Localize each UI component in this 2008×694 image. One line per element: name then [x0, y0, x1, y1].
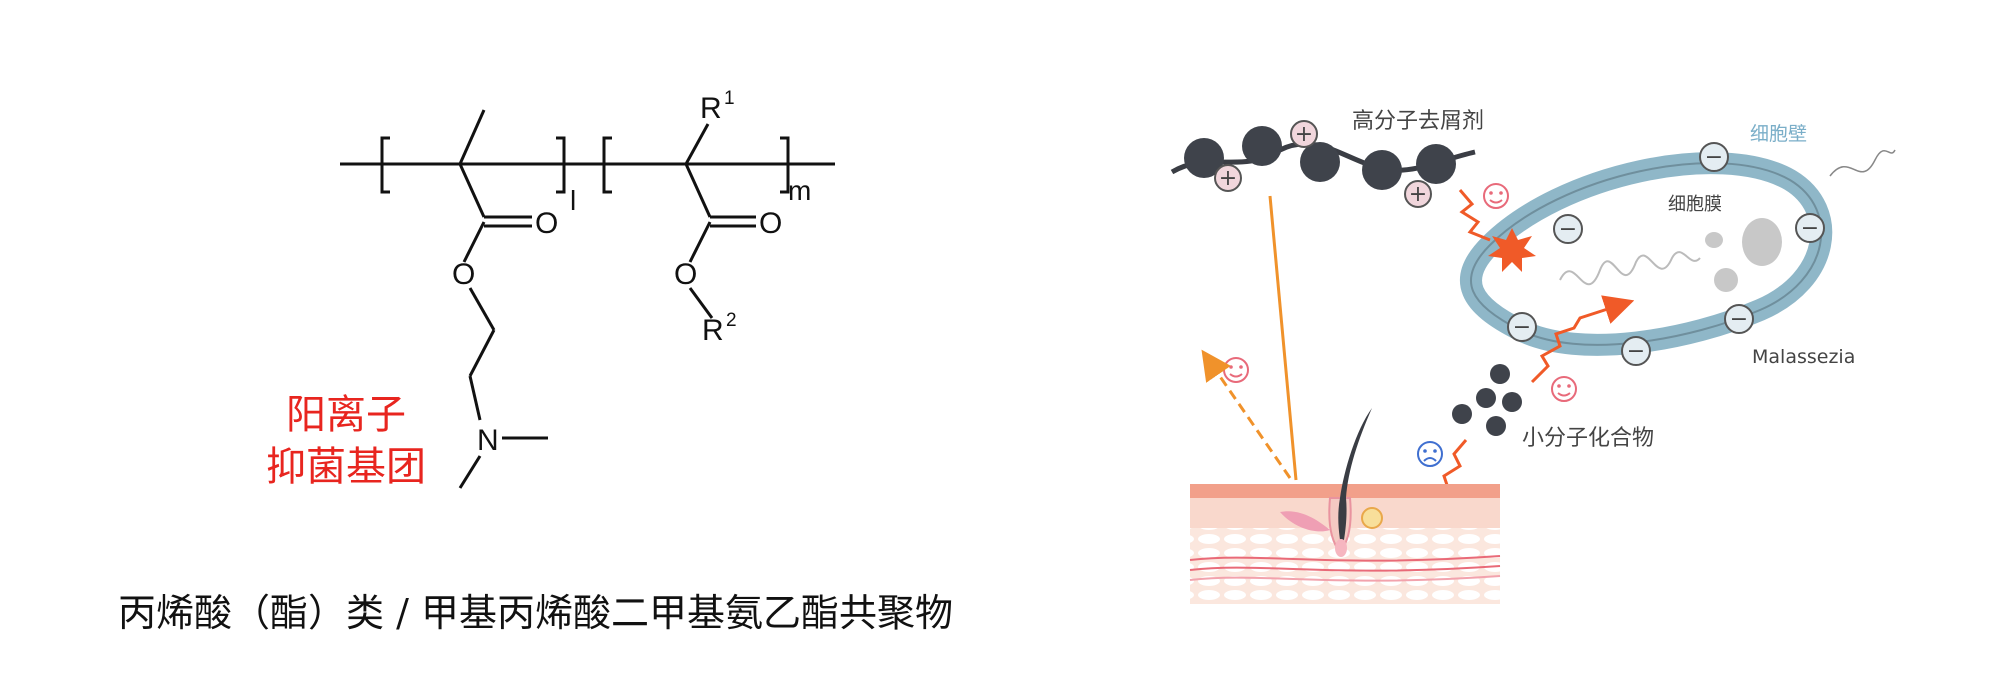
- cell-wall-label: 细胞壁: [1750, 123, 1807, 145]
- figure-caption: 丙烯酸（酯）类 / 甲基丙烯酸二甲基氨乙酯共聚物: [118, 591, 953, 635]
- plus-sign-3: +: [1409, 182, 1427, 207]
- deflect-arrow: [1201, 349, 1292, 479]
- polymer-to-skin-line: [1268, 195, 1298, 481]
- minus-sign-1: −: [1559, 217, 1577, 242]
- ester-o-2: O: [674, 258, 697, 291]
- small-molecule-label: 小分子化合物: [1522, 426, 1654, 451]
- happy-face-icon: [1223, 357, 1249, 383]
- carbonyl-o-2: O: [759, 207, 782, 240]
- burst-icon: [1488, 228, 1536, 272]
- plus-sign-1: +: [1219, 166, 1237, 191]
- minus-sign-2: −: [1705, 145, 1723, 170]
- minus-sign-4: −: [1730, 307, 1748, 332]
- amine-n: N: [477, 424, 499, 457]
- r2-label: R: [702, 314, 724, 347]
- plus-sign-2: +: [1295, 122, 1313, 147]
- skin-cross-section: [1189, 408, 1501, 604]
- ester-o-1: O: [452, 258, 475, 291]
- sad-face-icon: [1417, 441, 1443, 467]
- organism-label: Malassezia: [1752, 346, 1855, 368]
- cationic-group-line1: 阳离子: [286, 392, 406, 438]
- minus-sign-6: −: [1513, 315, 1531, 340]
- cationic-group-line2: 抑菌基团: [266, 444, 426, 490]
- polymer-label: 高分子去屑剂: [1352, 109, 1484, 134]
- cell-membrane-label: 细胞膜: [1668, 194, 1722, 215]
- minus-sign-3: −: [1801, 216, 1819, 241]
- subscript-m: m: [788, 175, 811, 206]
- zigzag-to-cell: [1458, 189, 1491, 242]
- polymer-chain: [1170, 120, 1476, 208]
- happy-face-icon: [1551, 376, 1577, 402]
- malassezia-cell: [1460, 149, 1896, 356]
- chemical-structure: [340, 109, 835, 489]
- subscript-l: l: [570, 185, 576, 216]
- molecule-to-cell-arrow: [1530, 295, 1635, 384]
- carbonyl-o-1: O: [535, 207, 558, 240]
- r1-superscript: 1: [724, 88, 735, 109]
- r2-superscript: 2: [726, 310, 737, 331]
- small-molecules: [1452, 364, 1522, 436]
- minus-sign-5: −: [1627, 339, 1645, 364]
- r1-label: R: [700, 92, 722, 125]
- negative-charges: [1507, 142, 1825, 366]
- happy-face-icon: [1483, 183, 1509, 209]
